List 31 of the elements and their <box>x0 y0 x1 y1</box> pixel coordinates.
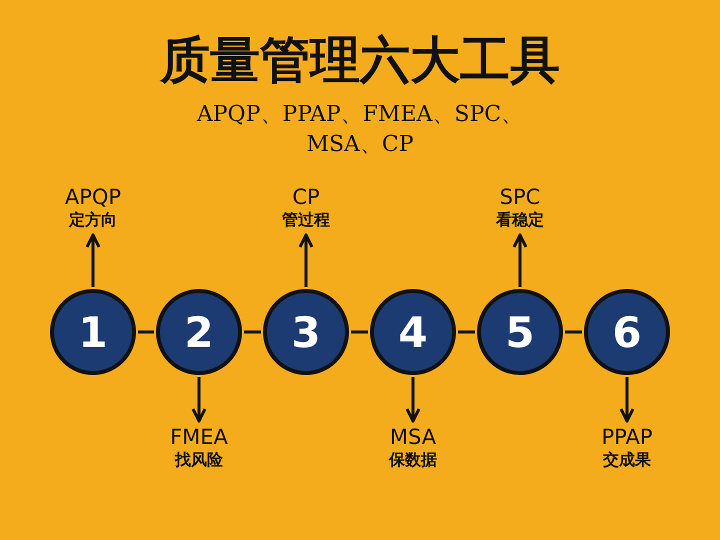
connector-line <box>244 330 261 334</box>
tool-description: 看稳定 <box>495 209 545 231</box>
subtitle: APQP、PPAP、FMEA、SPC、MSA、CP <box>196 101 524 159</box>
step-circle: 3 <box>263 289 349 375</box>
step-circle: 5 <box>477 289 563 375</box>
tool-description: 保数据 <box>388 449 438 471</box>
step-circle: 6 <box>584 289 670 375</box>
step-circle: 2 <box>156 289 242 375</box>
arrow <box>620 377 634 422</box>
tool-name: SPC <box>498 185 542 209</box>
arrow <box>192 377 206 422</box>
arrow <box>298 234 314 287</box>
connector-line <box>458 330 475 334</box>
tool-description: 管过程 <box>281 209 331 231</box>
tool-name: MSA <box>388 425 438 449</box>
title: 质量管理六大工具 <box>158 30 561 90</box>
arrow <box>86 234 100 287</box>
tool-name: PPAP <box>600 425 654 449</box>
tool-name: CP <box>291 185 321 209</box>
tool-name: FMEA <box>169 425 229 449</box>
arrow <box>512 234 528 287</box>
tool-description: 交成果 <box>602 449 652 471</box>
connector-line <box>138 330 154 334</box>
step-circle: 1 <box>50 289 136 375</box>
tool-description: 定方向 <box>68 209 118 231</box>
arrow <box>406 377 420 422</box>
connector-line <box>351 330 368 334</box>
tool-description: 找风险 <box>174 449 224 471</box>
tool-name: APQP <box>64 185 122 209</box>
step-circle: 4 <box>370 289 456 375</box>
connector-line <box>565 330 582 334</box>
